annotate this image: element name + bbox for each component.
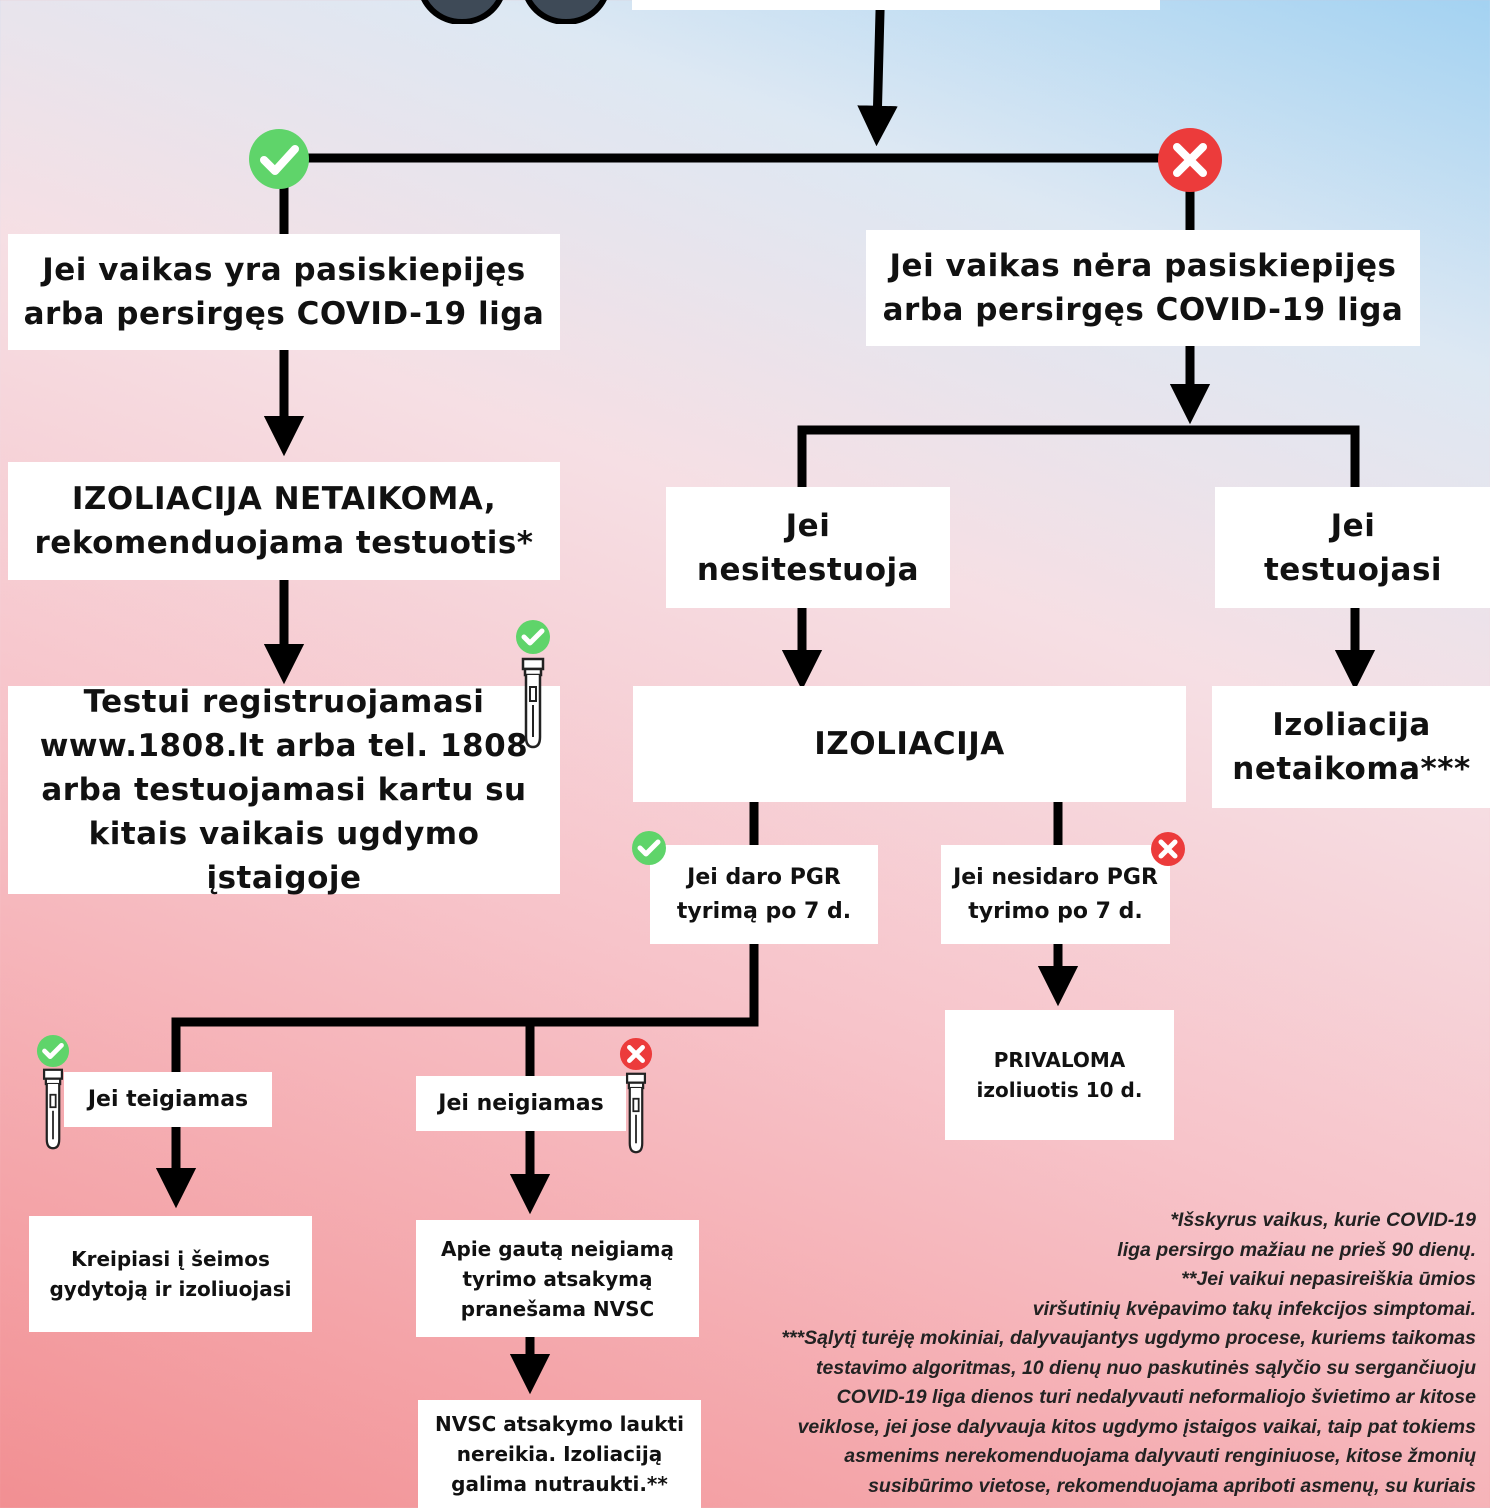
test-tube-icon bbox=[625, 1072, 647, 1154]
node-testing: Jei testuojasi bbox=[1215, 487, 1490, 608]
cross-icon bbox=[619, 1037, 653, 1071]
check-icon bbox=[632, 831, 666, 865]
node-mandatory: PRIVALOMA izoliuotis 10 d. bbox=[945, 1010, 1174, 1140]
cross-icon bbox=[1158, 128, 1222, 192]
mask-icon bbox=[421, 0, 607, 24]
test-tube-icon bbox=[521, 657, 545, 749]
node-report-nvsc: Apie gautą neigiamą tyrimo atsakymą pran… bbox=[416, 1220, 699, 1337]
cross-icon bbox=[1151, 832, 1185, 866]
node-not-testing: Jei nesitestuoja bbox=[666, 487, 950, 608]
node-isolation: IZOLIACIJA bbox=[633, 686, 1186, 802]
check-icon bbox=[516, 620, 550, 654]
node-pcr-yes: Jei daro PGR tyrimą po 7 d. bbox=[650, 845, 878, 944]
node-pcr-no: Jei nesidaro PGR tyrimo po 7 d. bbox=[941, 845, 1170, 944]
check-icon bbox=[36, 1034, 70, 1068]
node-no-isolation-test: IZOLIACIJA NETAIKOMA, rekomenduojama tes… bbox=[8, 462, 560, 580]
node-no-isolation: Izoliacija netaikoma*** bbox=[1212, 686, 1490, 808]
node-vaccinated: Jei vaikas yra pasiskiepijęs arba persir… bbox=[8, 234, 560, 350]
node-negative: Jei neigiamas bbox=[416, 1076, 626, 1131]
test-tube-icon bbox=[42, 1068, 64, 1150]
arrow-top bbox=[857, 7, 898, 147]
node-positive: Jei teigiamas bbox=[64, 1072, 272, 1127]
top-box-partial bbox=[632, 0, 1160, 10]
check-icon bbox=[249, 129, 309, 189]
node-not-vaccinated: Jei vaikas nėra pasiskiepijęs arba persi… bbox=[866, 230, 1420, 346]
node-family-doctor: Kreipiasi į šeimos gydytoją ir izoliuoja… bbox=[29, 1216, 312, 1332]
footnote-text: *Išskyrus vaikus, kurie COVID-19 liga pe… bbox=[781, 1209, 1476, 1497]
node-no-wait: NVSC atsakymo laukti nereikia. Izoliacij… bbox=[418, 1400, 701, 1508]
node-register-test: Testui registruojamasi www.1808.lt arba … bbox=[8, 684, 560, 896]
